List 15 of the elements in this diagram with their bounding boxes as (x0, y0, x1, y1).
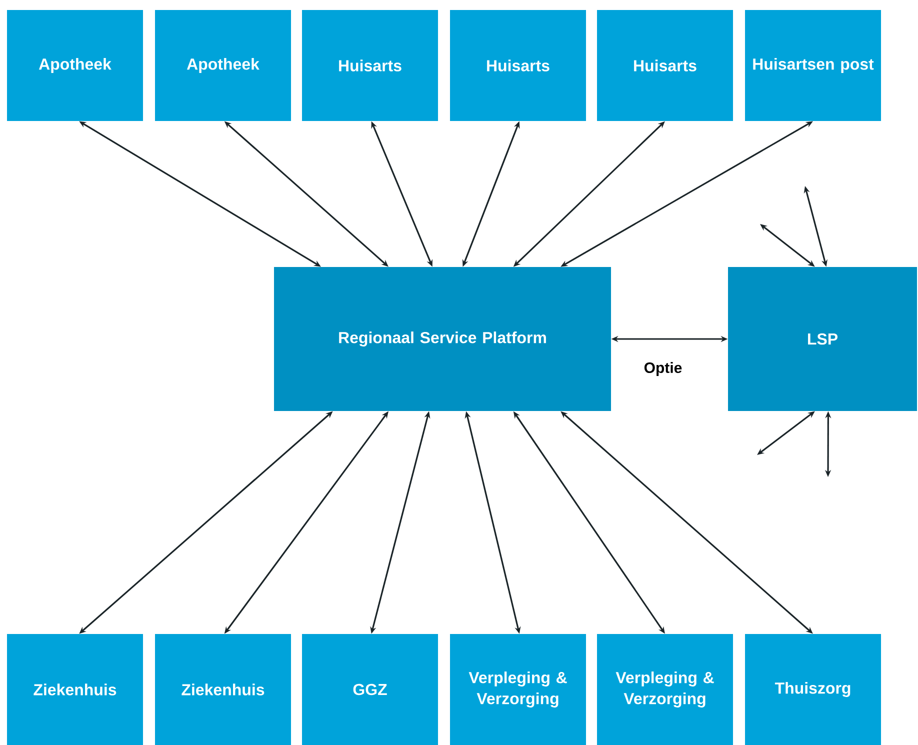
edge-label: Optie (644, 362, 682, 376)
organisation-box: Huisartsen post (745, 10, 881, 121)
platform-box: Regionaal Service Platform (274, 267, 611, 411)
organisation-box: Ziekenhuis (7, 634, 143, 745)
organisation-box: Huisarts (597, 10, 733, 121)
organisation-box: Thuiszorg (745, 634, 881, 745)
organisation-box: Apotheek (155, 10, 291, 121)
organisation-box: Verpleging & Verzorging (597, 634, 733, 745)
organisation-box: Ziekenhuis (155, 634, 291, 745)
organisation-box: Huisarts (450, 10, 586, 121)
organisation-box: Huisarts (302, 10, 438, 121)
organisation-box: Verpleging & Verzorging (450, 634, 586, 745)
organisation-box: Apotheek (7, 10, 143, 121)
organisation-box: GGZ (302, 634, 438, 745)
platform-box: LSP (728, 267, 917, 411)
